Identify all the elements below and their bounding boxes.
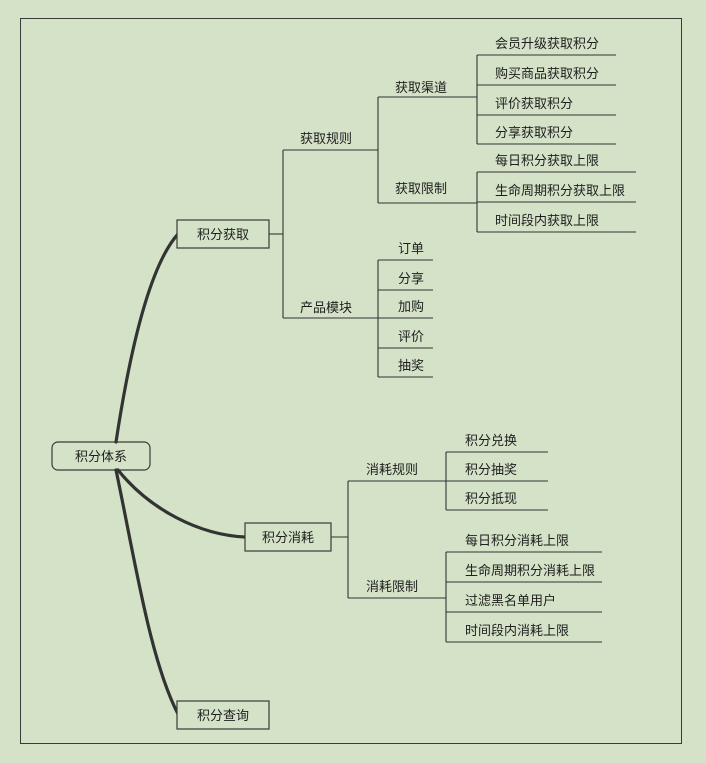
group-consume-limit-label: 消耗限制 bbox=[366, 580, 418, 595]
branch-consume-box bbox=[244, 522, 332, 552]
leaf-purchase: 购买商品获取积分 bbox=[495, 66, 599, 82]
subgroup-channel-label: 获取渠道 bbox=[395, 81, 447, 96]
consume-rules-leaf-underlines bbox=[446, 451, 548, 511]
leaf-lottery: 抽奖 bbox=[398, 359, 424, 374]
leaf-add-to-cart: 加购 bbox=[398, 299, 424, 315]
group-consume-rules-label: 消耗规则 bbox=[366, 463, 418, 478]
consume-limit-leaf-underlines bbox=[446, 551, 602, 643]
branch-query-label: 积分查询 bbox=[197, 709, 249, 724]
leaf-share-earn: 分享获取积分 bbox=[495, 125, 573, 141]
branch-consume-label: 积分消耗 bbox=[262, 531, 314, 546]
leaf-points-lottery: 积分抽奖 bbox=[465, 463, 517, 478]
root-node-box bbox=[51, 441, 151, 471]
channel-leaf-underlines bbox=[477, 54, 616, 145]
leaf-lifetime-earn-cap: 生命周期积分获取上限 bbox=[495, 183, 625, 199]
leaf-order: 订单 bbox=[398, 242, 424, 257]
root-node-label: 积分体系 bbox=[75, 450, 127, 465]
limit-leaf-underlines bbox=[477, 171, 636, 233]
leaf-lifetime-spend-cap: 生命周期积分消耗上限 bbox=[465, 563, 595, 579]
leaf-period-earn-cap: 时间段内获取上限 bbox=[495, 213, 599, 229]
leaf-exchange: 积分兑换 bbox=[465, 434, 517, 449]
group-acquire-rules-label: 获取规则 bbox=[300, 132, 352, 147]
leaf-daily-earn-cap: 每日积分获取上限 bbox=[495, 153, 599, 169]
leaf-cash-offset: 积分抵现 bbox=[465, 492, 517, 507]
root-connector-query bbox=[114, 468, 180, 716]
diagram-frame bbox=[20, 18, 682, 744]
leaf-review-earn: 评价获取积分 bbox=[495, 97, 573, 112]
leaf-review: 评价 bbox=[398, 330, 424, 345]
root-connector-consume bbox=[116, 468, 247, 539]
leaf-period-spend-cap: 时间段内消耗上限 bbox=[465, 623, 569, 639]
group-product-module-label: 产品模块 bbox=[300, 301, 352, 316]
module-leaf-underlines bbox=[378, 259, 433, 378]
branch-acquire-label: 积分获取 bbox=[197, 228, 249, 243]
leaf-blacklist-filter: 过滤黑名单用户 bbox=[465, 593, 556, 609]
subgroup-limit-label: 获取限制 bbox=[395, 182, 447, 197]
root-connector-acquire bbox=[114, 232, 180, 444]
branch-acquire-box bbox=[176, 219, 270, 249]
leaf-daily-spend-cap: 每日积分消耗上限 bbox=[465, 533, 569, 549]
leaf-share: 分享 bbox=[398, 271, 424, 287]
leaf-member-upgrade: 会员升级获取积分 bbox=[495, 37, 599, 52]
branch-query-box bbox=[176, 700, 270, 730]
